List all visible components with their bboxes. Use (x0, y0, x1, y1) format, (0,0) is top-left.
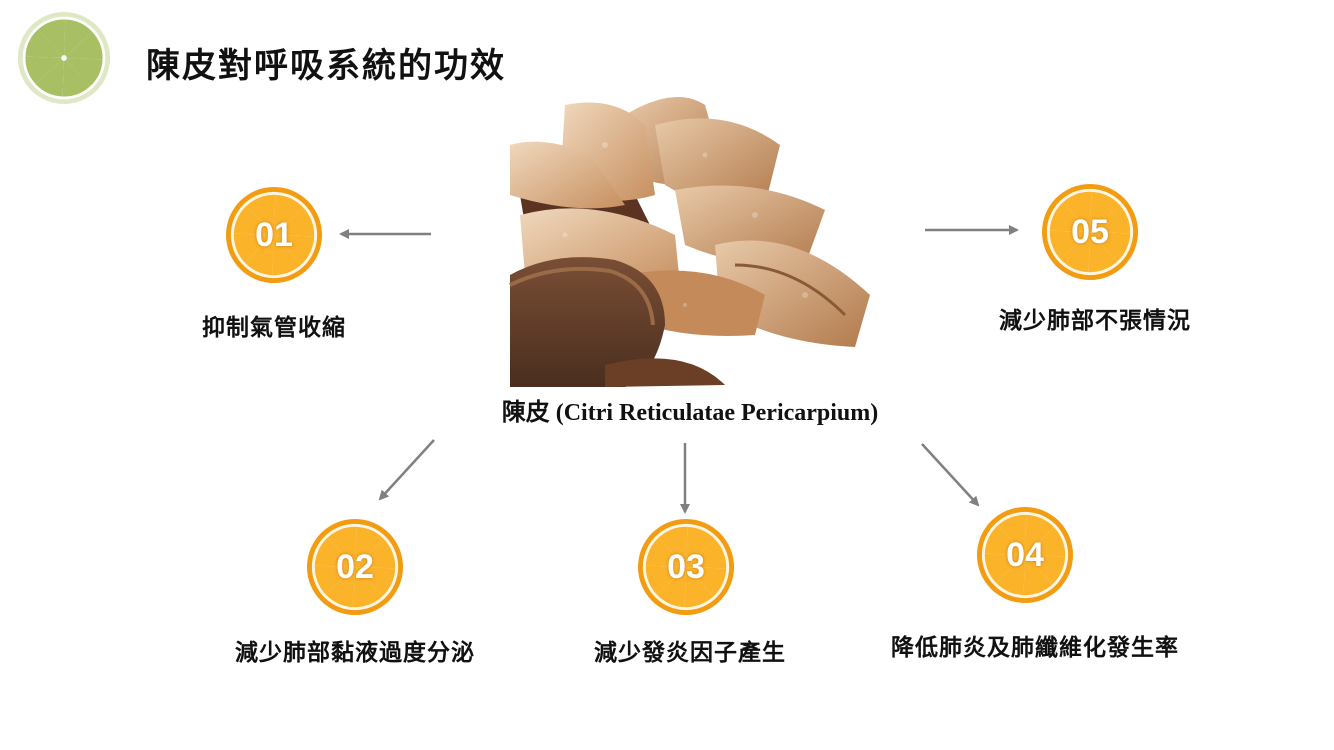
node-05-label: 減少肺部不張情況 (999, 307, 1191, 334)
arrow-to-02 (378, 439, 435, 501)
orange-slice-icon (976, 506, 1074, 604)
node-03-number: 03 (667, 548, 705, 586)
node-02-number: 02 (336, 548, 374, 586)
lime-slice-icon (17, 11, 111, 105)
node-04-label: 降低肺炎及肺纖維化發生率 (891, 634, 1179, 661)
orange-slice-icon (1041, 183, 1139, 281)
node-04-number: 04 (1006, 536, 1044, 574)
node-01-badge: 01 (225, 186, 323, 284)
dried-tangerine-peel-photo (509, 97, 870, 387)
node-02-badge: 02 (306, 518, 404, 616)
orange-slice-icon (225, 186, 323, 284)
node-02-label: 減少肺部黏液過度分泌 (235, 639, 475, 666)
arrow-to-04 (921, 443, 980, 507)
orange-slice-icon (637, 518, 735, 616)
node-04-badge: 04 (976, 506, 1074, 604)
node-03-badge: 03 (637, 518, 735, 616)
page-title: 陳皮對呼吸系統的功效 (146, 46, 506, 86)
node-01-number: 01 (255, 216, 293, 254)
center-label: 陳皮 (Citri Reticulatae Pericarpium) (501, 400, 879, 426)
node-01-label: 抑制氣管收縮 (202, 314, 346, 341)
node-03-label: 減少發炎因子產生 (594, 639, 786, 666)
node-05-badge: 05 (1041, 183, 1139, 281)
orange-slice-icon (306, 518, 404, 616)
node-05-number: 05 (1071, 213, 1109, 251)
